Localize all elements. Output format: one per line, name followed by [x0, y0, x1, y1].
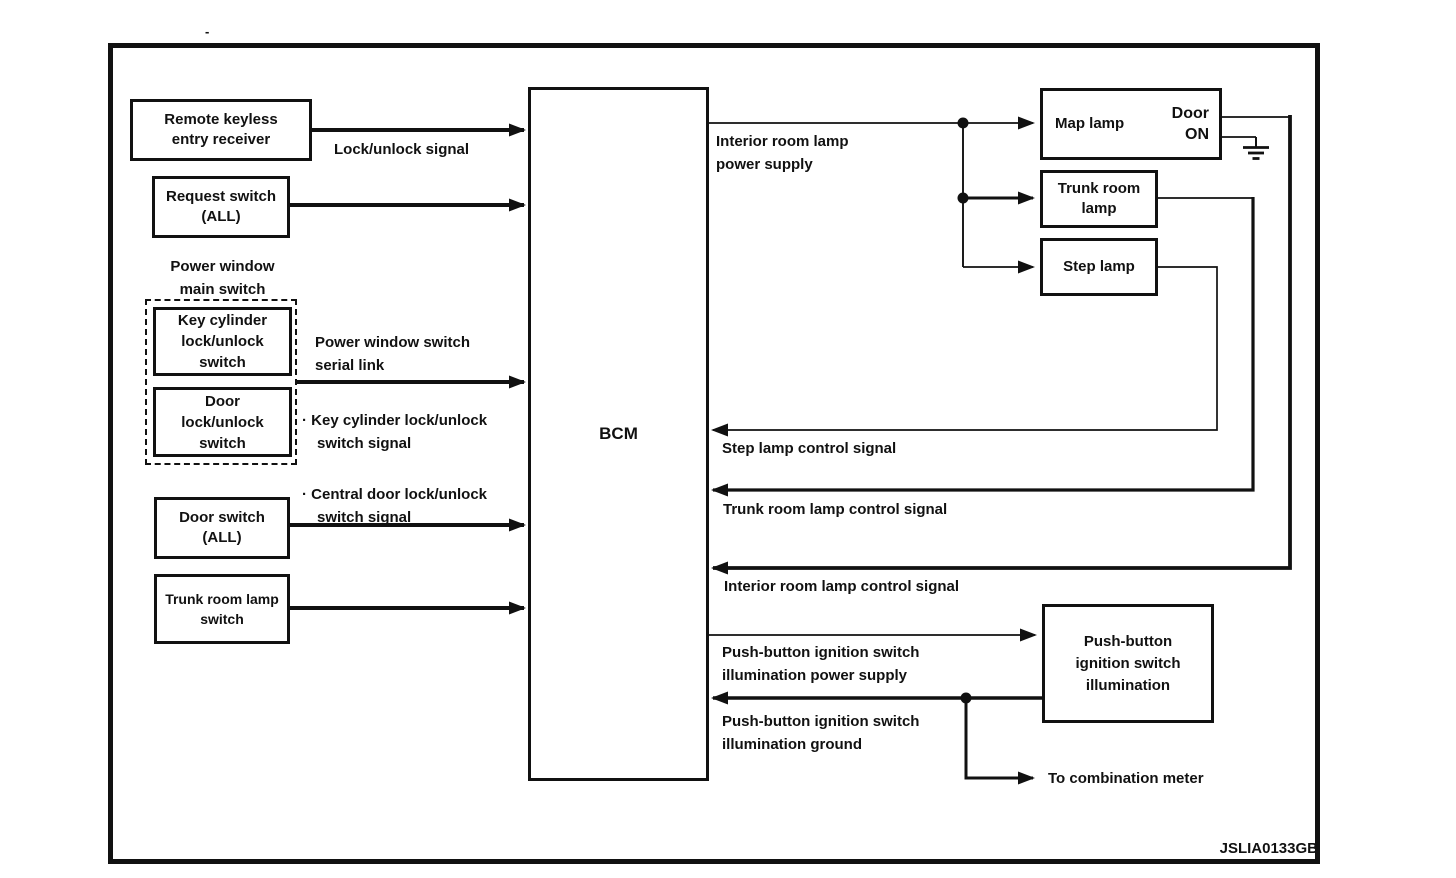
box-trunk-room-lamp-switch: Trunk room lamp switch: [154, 574, 290, 644]
lamp-control-lines: [711, 115, 1292, 575]
to-combination-meter-label: To combination meter: [1048, 770, 1204, 787]
combination-meter-line: [964, 698, 1035, 785]
door-on-label: Door ON: [1171, 105, 1209, 143]
interior-room-lamp-control-signal-label: Interior room lamp control signal: [724, 578, 960, 595]
interior-room-lamp-power-supply-label: Interior room lamp power supply: [716, 133, 849, 173]
box-request-switch: Request switch (ALL): [152, 176, 290, 238]
push-button-lines: [709, 628, 1042, 785]
junction-dot: [957, 192, 969, 204]
power-window-main-switch-group: [145, 299, 297, 465]
serial-link-item: · Central door lock/unlock switch signal: [302, 486, 488, 526]
box-bcm: BCM: [528, 87, 709, 781]
serial-link-item: · Key cylinder lock/unlock switch signal: [302, 412, 488, 452]
junction-dot: [960, 692, 972, 704]
box-step-lamp: Step lamp: [1040, 238, 1158, 296]
push-button-power-supply-label: Push-button ignition switch illumination…: [722, 644, 920, 684]
box-map-lamp: Map lamp Door ON: [1040, 88, 1222, 160]
stray-mark: -: [205, 24, 210, 39]
serial-link-label: Power window switch serial link: [315, 334, 471, 374]
lock-unlock-signal-label: Lock/unlock signal: [334, 141, 470, 158]
box-remote-keyless-entry-receiver: Remote keyless entry receiver: [130, 99, 312, 161]
junction-dots: [957, 117, 972, 704]
trunk-room-lamp-control-signal-label: Trunk room lamp control signal: [723, 501, 948, 518]
step-control-line: [711, 266, 1218, 437]
interior-control-line: [711, 115, 1292, 575]
box-key-cylinder-lock-unlock-switch: Key cylinder lock/unlock switch: [153, 307, 292, 376]
push-button-ground-label: Push-button ignition switch illumination…: [722, 713, 920, 753]
diagram-border: [108, 43, 1320, 864]
trunk-control-line: [711, 197, 1255, 497]
map-lamp-content: Map lamp Door ON: [1043, 103, 1219, 145]
box-door-switch: Door switch (ALL): [154, 497, 290, 559]
figure-code: JSLIA0133GB: [1219, 840, 1318, 857]
box-push-button-ignition-switch-illumination: Push-button ignition switch illumination: [1042, 604, 1214, 723]
box-door-lock-unlock-switch: Door lock/unlock switch: [153, 387, 292, 457]
junction-dot: [957, 117, 969, 129]
step-lamp-control-signal-label: Step lamp control signal: [722, 440, 897, 457]
map-lamp-label: Map lamp: [1055, 115, 1125, 132]
ground-symbol: [1222, 136, 1269, 160]
power-window-main-switch-label: Power window main switch: [170, 258, 275, 298]
lamp-power-supply-lines: [709, 116, 1035, 274]
bcm-input-lines: [290, 123, 526, 615]
serial-link-signal-list: · Key cylinder lock/unlock switch signal…: [302, 386, 527, 557]
box-trunk-room-lamp: Trunk room lamp: [1040, 170, 1158, 228]
